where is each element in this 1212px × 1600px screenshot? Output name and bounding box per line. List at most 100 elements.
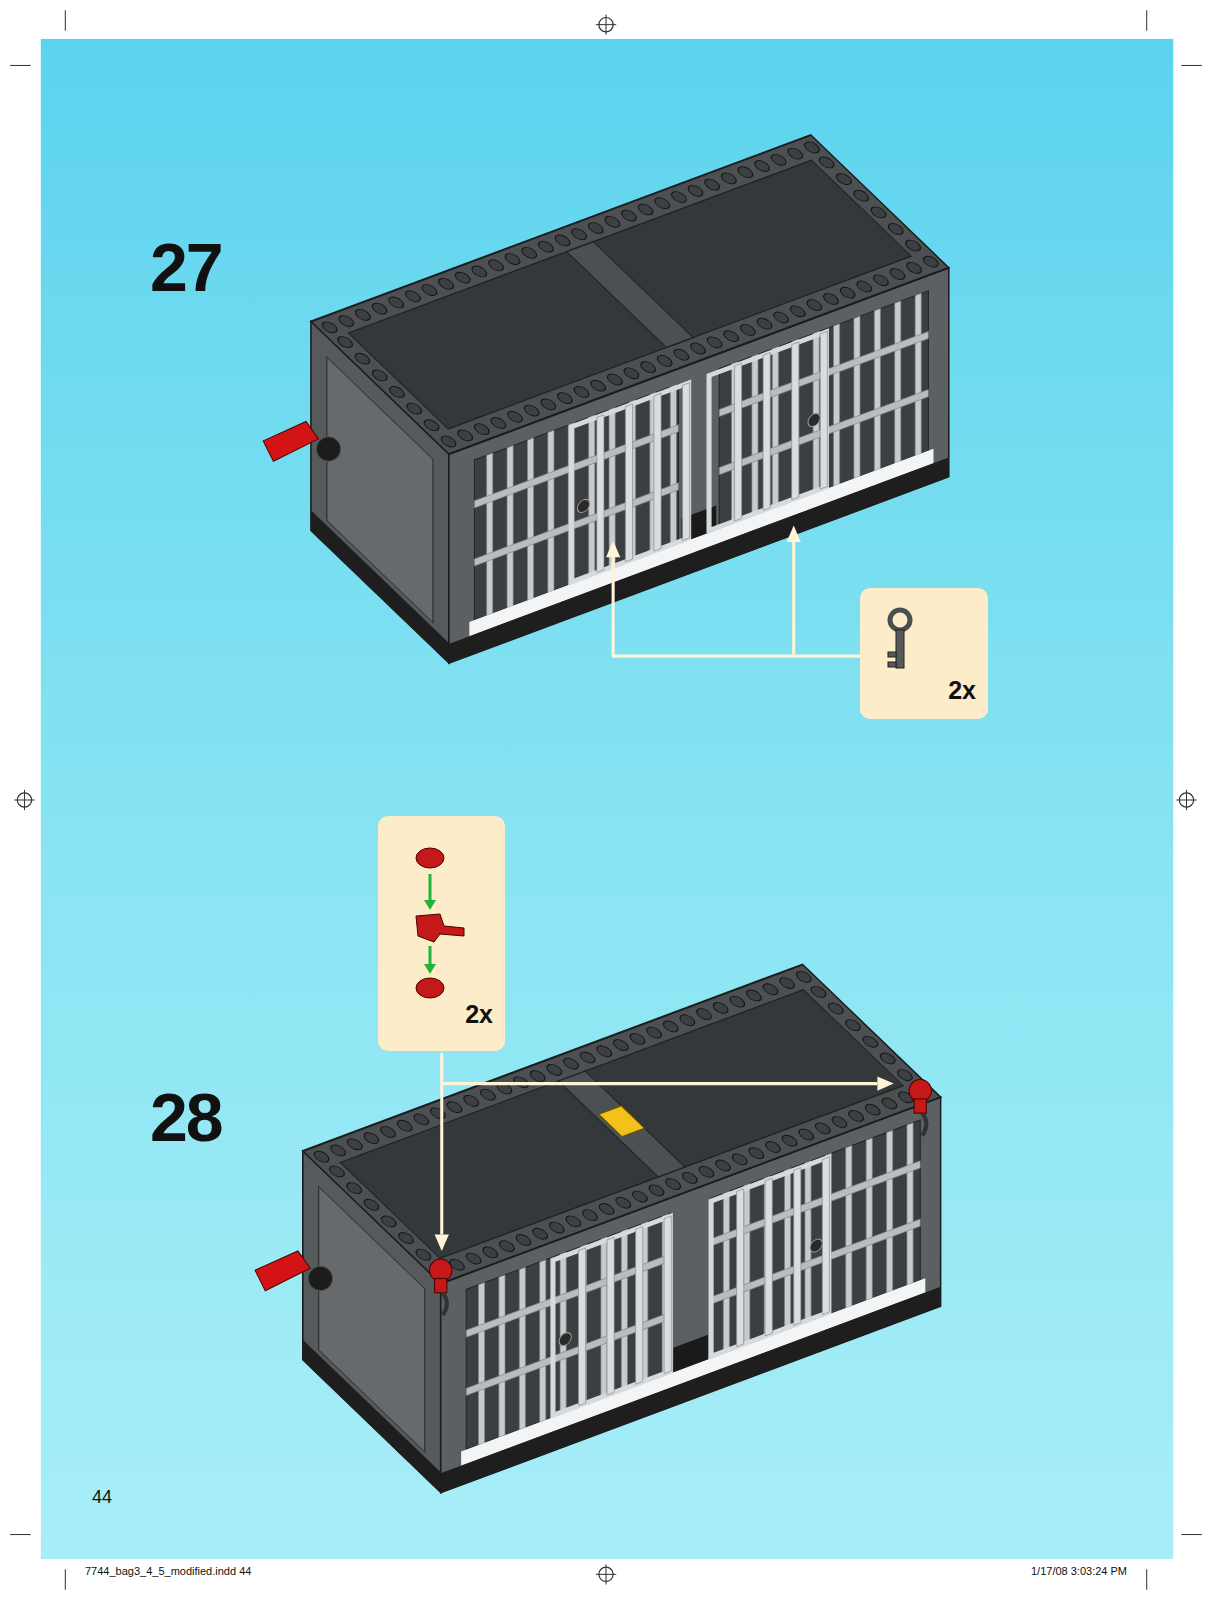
stud	[421, 418, 442, 432]
door-bar	[597, 415, 604, 573]
crop-mark	[1146, 1569, 1147, 1589]
stud	[837, 286, 858, 300]
black-brick	[673, 1335, 708, 1372]
crop-mark	[1146, 10, 1147, 30]
stud	[561, 1057, 582, 1071]
assembly-arrow	[424, 964, 436, 974]
bar	[478, 1283, 484, 1445]
stud	[335, 335, 356, 349]
door-frame	[571, 383, 688, 582]
stud	[702, 178, 723, 192]
stud	[785, 147, 806, 161]
red-round-plate	[416, 848, 444, 868]
sky-background	[41, 39, 1173, 1559]
stud	[825, 1002, 846, 1016]
lock	[810, 1237, 822, 1254]
door-bar	[664, 1216, 671, 1374]
stud	[829, 1115, 850, 1129]
door-bar	[654, 393, 661, 551]
base	[303, 1340, 441, 1493]
lock	[808, 412, 820, 429]
door-frame	[709, 332, 826, 531]
bar	[752, 354, 758, 516]
stud	[854, 279, 875, 293]
stud	[602, 215, 623, 229]
stud	[710, 1001, 731, 1015]
stud	[652, 196, 673, 210]
stud	[737, 323, 758, 337]
red-lever	[263, 422, 318, 462]
stud	[635, 202, 656, 216]
stud	[386, 295, 407, 309]
stud	[804, 298, 825, 312]
crop-mark	[1181, 1534, 1201, 1535]
stud	[378, 1214, 399, 1228]
stud	[718, 171, 739, 185]
step-number: 27	[150, 228, 222, 306]
stud	[336, 314, 357, 328]
stud	[679, 1171, 700, 1185]
bar	[907, 1123, 913, 1285]
stud	[577, 1050, 598, 1064]
stud	[713, 1159, 734, 1173]
print-slug: 7744_bag3_4_5_modified.indd 44	[85, 1565, 251, 1577]
cell-door	[711, 1157, 829, 1356]
leader-line	[792, 541, 795, 656]
stud	[580, 1208, 601, 1222]
stud	[895, 1068, 916, 1082]
stud	[793, 970, 814, 984]
stud	[610, 1038, 631, 1052]
key-tooth	[888, 652, 896, 657]
stud	[361, 1131, 382, 1145]
assembly-arrow	[429, 874, 432, 902]
bar	[887, 1130, 893, 1292]
stud	[596, 1202, 617, 1216]
bar	[895, 301, 901, 463]
base	[311, 510, 449, 663]
stud	[613, 1196, 634, 1210]
bar	[499, 1275, 505, 1437]
stud	[668, 190, 689, 204]
registration-mark	[24, 790, 25, 810]
stud	[344, 1137, 365, 1151]
door-frame	[711, 1157, 828, 1356]
stud	[851, 189, 872, 203]
stud	[760, 982, 781, 996]
leader-line	[442, 1082, 878, 1085]
bar	[866, 1138, 872, 1300]
stud	[743, 988, 764, 1002]
base	[441, 1287, 941, 1493]
stud	[396, 1231, 417, 1245]
red-clip	[914, 1099, 926, 1113]
stud	[404, 402, 425, 416]
stud	[696, 1165, 717, 1179]
hinge-hook	[922, 1113, 926, 1135]
stud	[870, 273, 891, 287]
stud	[754, 317, 775, 331]
bar	[785, 1168, 791, 1330]
quantity-label: 2x	[948, 676, 976, 705]
stud	[438, 435, 459, 449]
stud	[694, 1007, 715, 1021]
stud	[571, 385, 592, 399]
bar	[487, 453, 493, 615]
stud	[513, 1233, 534, 1247]
stud	[471, 422, 492, 436]
red-round-plate	[416, 978, 444, 998]
stud	[816, 155, 837, 169]
callout-box: 2x	[860, 588, 988, 719]
stud	[796, 1128, 817, 1142]
stud	[904, 261, 925, 275]
stud	[771, 310, 792, 324]
crop-mark	[10, 1534, 30, 1535]
stud	[638, 360, 659, 374]
clip	[308, 1266, 332, 1290]
stud	[779, 1134, 800, 1148]
stud	[846, 1109, 867, 1123]
cell-door	[553, 1216, 671, 1415]
stud	[469, 264, 490, 278]
door-bar	[607, 1237, 614, 1395]
stud	[463, 1252, 484, 1266]
quantity-label: 2x	[465, 1000, 493, 1029]
stud	[477, 1088, 498, 1102]
